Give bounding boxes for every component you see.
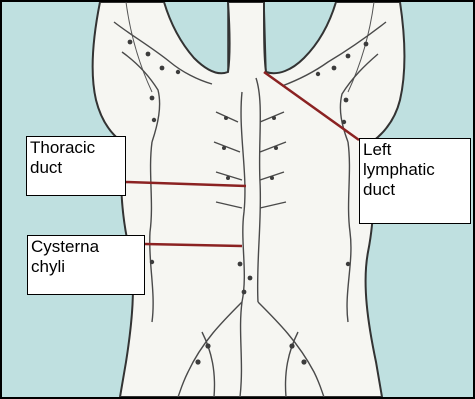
- cysterna-chyli-label: Cysterna chyli: [27, 235, 145, 295]
- thoracic-duct-label-line-2: duct: [30, 158, 122, 178]
- left-lymphatic-duct-label-line-3: duct: [363, 180, 467, 200]
- left-lymphatic-duct-label-line-2: lymphatic: [363, 160, 467, 180]
- cysterna-chyli-label-line-2: chyli: [31, 257, 141, 277]
- left-lymphatic-duct-label: Left lymphatic duct: [359, 138, 471, 224]
- thoracic-duct-label-line-1: Thoracic: [30, 138, 122, 158]
- cysterna-chyli-label-line-1: Cysterna: [31, 237, 141, 257]
- thoracic-duct-label: Thoracic duct: [26, 136, 126, 196]
- left-lymphatic-duct-label-line-1: Left: [363, 140, 467, 160]
